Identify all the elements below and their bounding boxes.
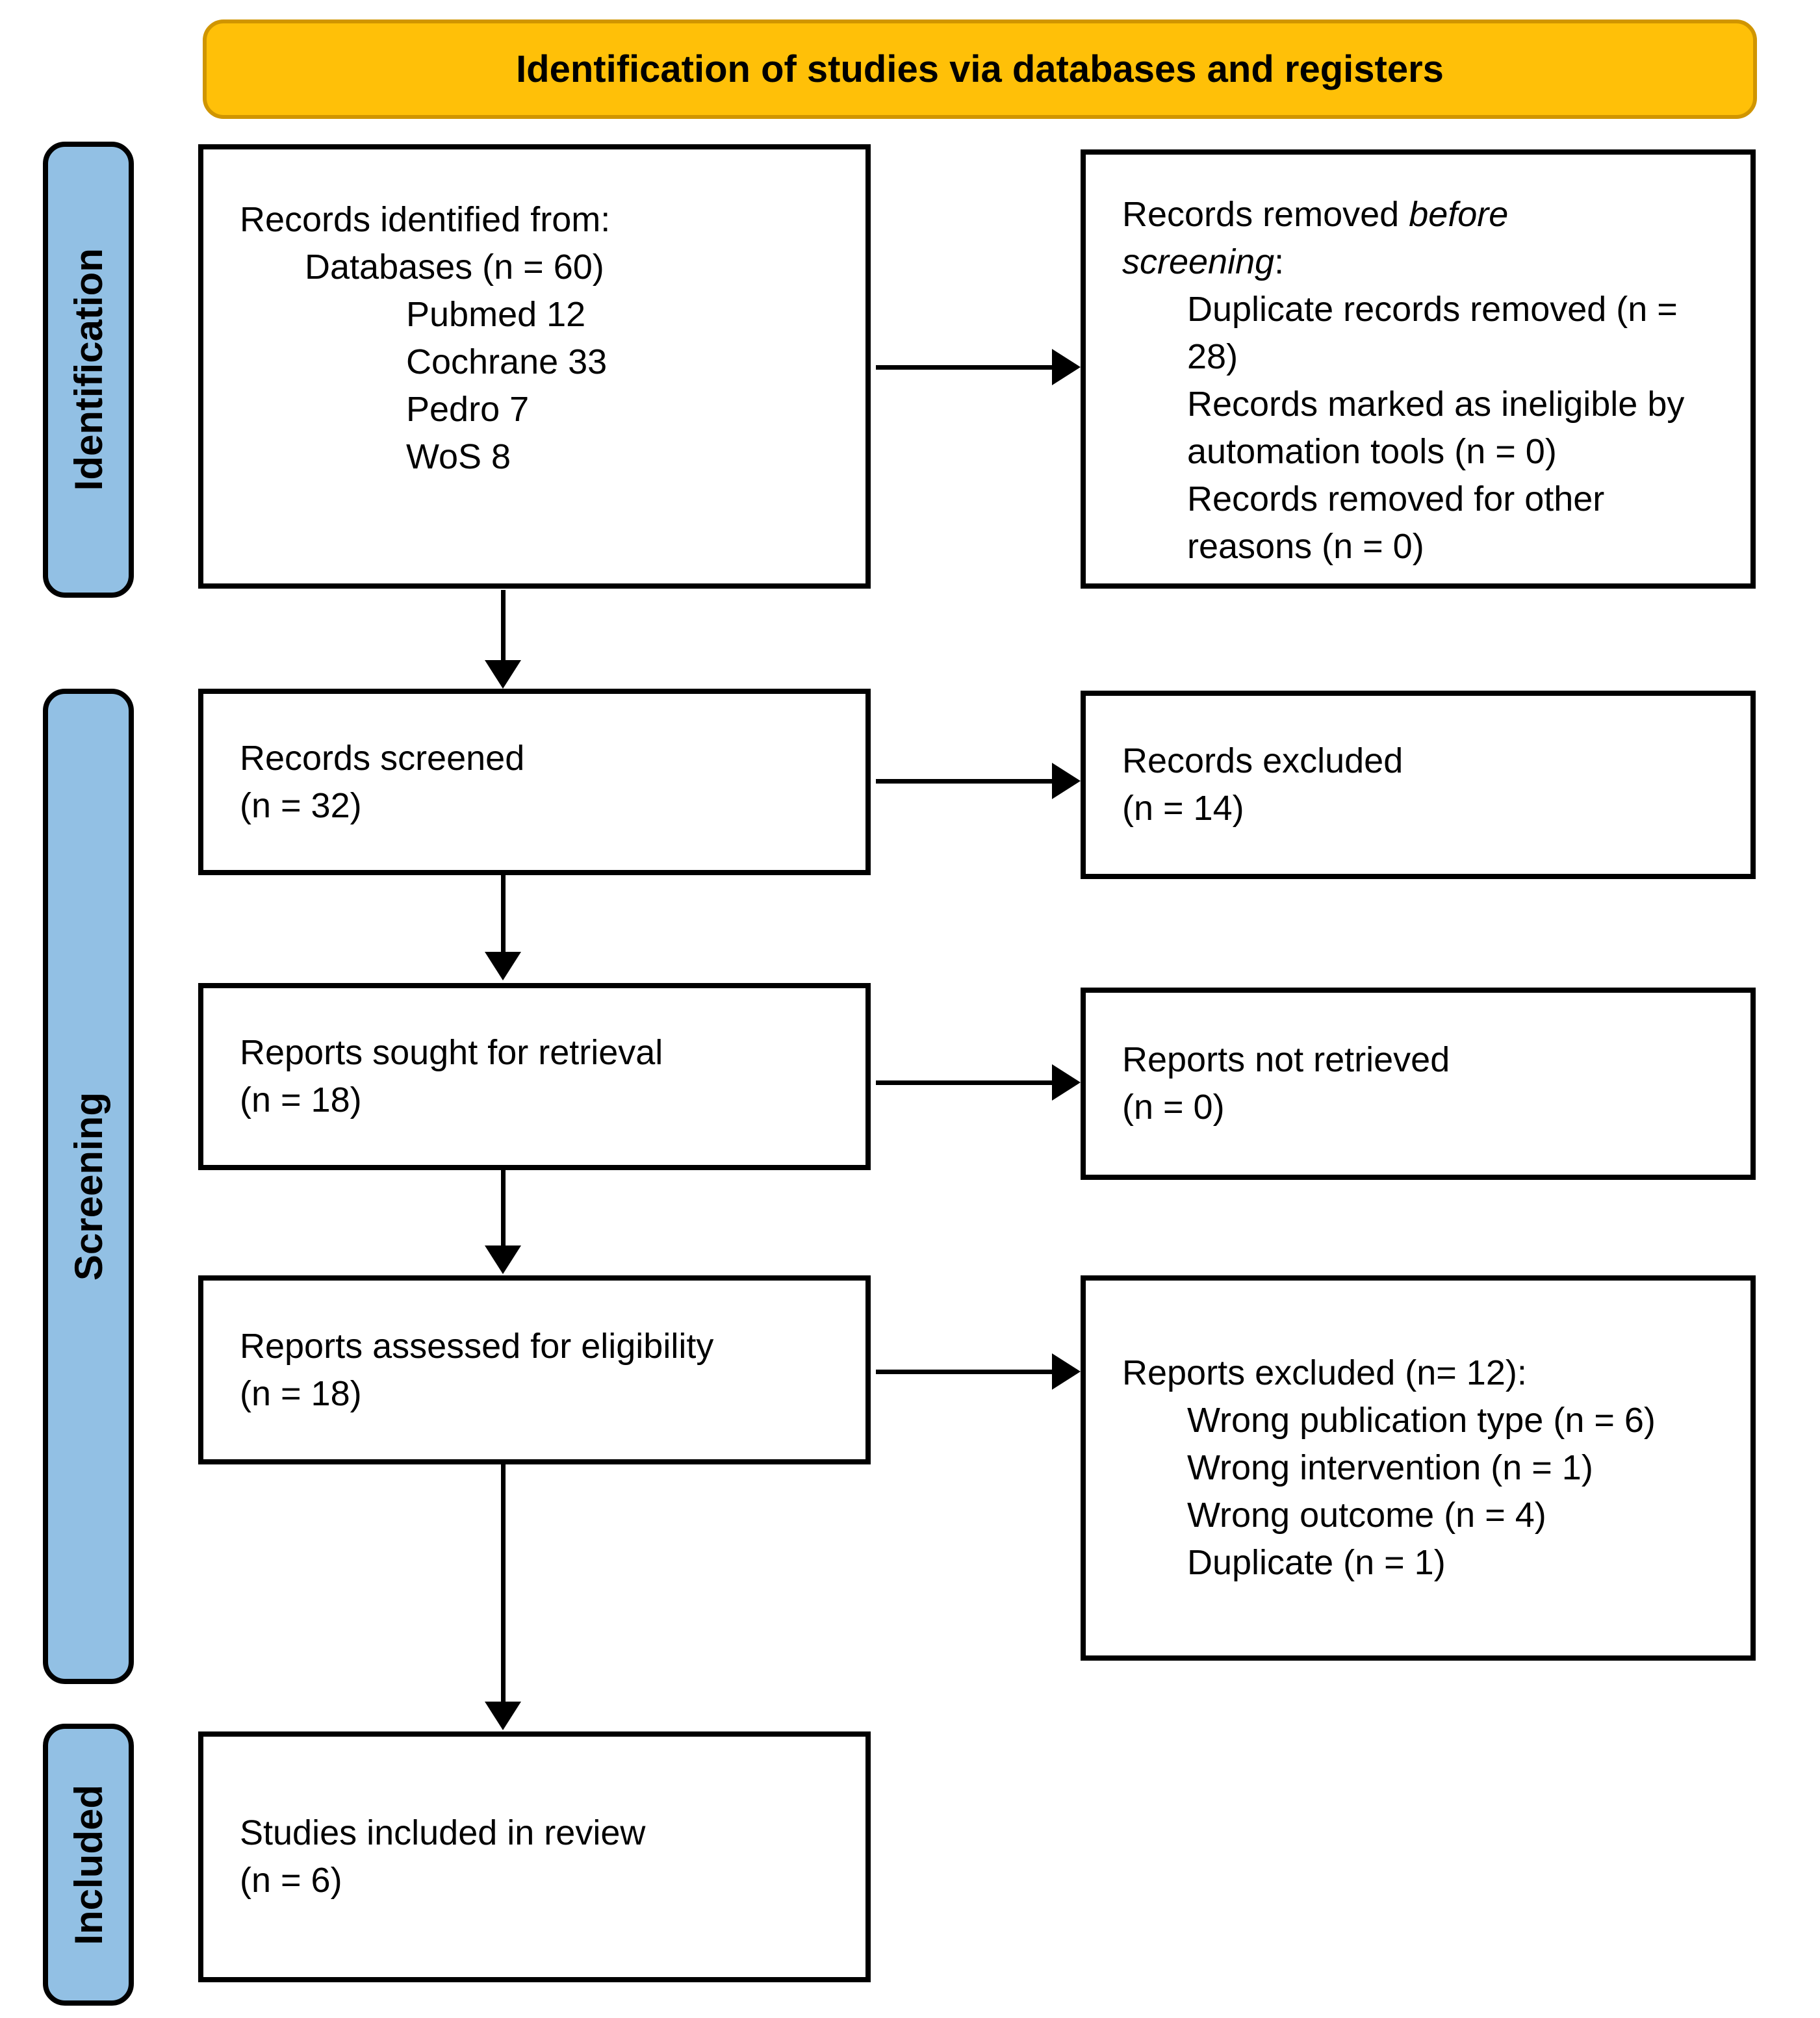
stage-label-included-text: Included (66, 1784, 110, 1945)
records-excluded-title: Records excluded (1122, 741, 1403, 780)
reports-not-retrieved-title: Reports not retrieved (1122, 1040, 1450, 1079)
banner: Identification of studies via databases … (203, 19, 1757, 119)
arrow-screened-to-sought-head (485, 952, 521, 980)
arrow-assessed-to-included-line (501, 1464, 506, 1702)
stage-label-included: Included (43, 1724, 134, 2006)
reports-excluded-item: Wrong publication type (n = 6) (1187, 1401, 1656, 1440)
records-screened-title: Records screened (240, 738, 525, 778)
studies-included-title: Studies included in review (240, 1813, 646, 1852)
records-removed-item: Duplicate records removed (n = 28) (1187, 290, 1678, 376)
arrow-identified-to-removed-line (876, 365, 1052, 370)
box-records-excluded: Records excluded (n = 14) (1081, 691, 1756, 879)
records-identified-source: WoS 8 (406, 437, 511, 476)
reports-not-retrieved-count: (n = 0) (1122, 1088, 1225, 1127)
arrow-identified-to-removed-head (1052, 349, 1081, 385)
reports-sought-title: Reports sought for retrieval (240, 1033, 663, 1072)
box-reports-not-retrieved: Reports not retrieved (n = 0) (1081, 988, 1756, 1180)
records-screened-count: (n = 32) (240, 785, 362, 825)
records-identified-source: Pedro 7 (406, 390, 530, 429)
arrow-assessed-to-included-head (485, 1702, 521, 1730)
box-reports-excluded: Reports excluded (n= 12): Wrong publicat… (1081, 1275, 1756, 1661)
reports-excluded-item: Wrong intervention (n = 1) (1187, 1448, 1593, 1487)
studies-included-count: (n = 6) (240, 1861, 342, 1900)
records-identified-source: Cochrane 33 (406, 342, 608, 381)
arrow-assessed-to-reports-excluded-line (876, 1370, 1052, 1374)
box-records-identified: Records identified from: Databases (n = … (198, 144, 871, 589)
box-reports-assessed: Reports assessed for eligibility (n = 18… (198, 1275, 871, 1464)
arrow-sought-to-assessed-line (501, 1170, 506, 1245)
records-identified-source: Pubmed 12 (406, 295, 586, 334)
box-records-screened: Records screened (n = 32) (198, 689, 871, 875)
records-removed-header-italic: before screening (1122, 195, 1509, 281)
arrow-sought-to-assessed-head (485, 1245, 521, 1274)
reports-excluded-item: Duplicate (n = 1) (1187, 1543, 1446, 1582)
records-removed-item: Records removed for other reasons (n = 0… (1187, 479, 1605, 566)
arrow-assessed-to-reports-excluded-head (1052, 1353, 1081, 1390)
records-removed-header-regular: Records removed (1122, 195, 1400, 234)
reports-assessed-count: (n = 18) (240, 1373, 362, 1413)
box-studies-included: Studies included in review (n = 6) (198, 1731, 871, 1982)
arrow-screened-to-sought-line (501, 875, 506, 952)
reports-excluded-item: Wrong outcome (n = 4) (1187, 1496, 1546, 1535)
reports-excluded-header: Reports excluded (n= 12): (1122, 1353, 1527, 1392)
arrow-screened-to-excluded-head (1052, 763, 1081, 799)
stage-label-screening: Screening (43, 689, 134, 1684)
stage-label-identification: Identification (43, 142, 134, 598)
arrow-sought-to-not-retrieved-head (1052, 1064, 1081, 1101)
box-records-removed: Records removed before screening: Duplic… (1081, 149, 1756, 589)
reports-assessed-title: Reports assessed for eligibility (240, 1326, 714, 1366)
arrow-sought-to-not-retrieved-line (876, 1080, 1052, 1085)
records-excluded-count: (n = 14) (1122, 789, 1244, 828)
records-identified-databases: Databases (n = 60) (305, 248, 604, 287)
records-identified-title: Records identified from: (240, 200, 611, 239)
records-removed-header: Records removed before screening: (1122, 191, 1616, 286)
stage-label-identification-text: Identification (66, 248, 110, 491)
stage-label-screening-text: Screening (66, 1092, 110, 1281)
arrow-identified-to-screened-head (485, 660, 521, 689)
arrow-identified-to-screened-line (501, 590, 506, 661)
records-removed-item: Records marked as ineligible by automati… (1187, 385, 1685, 471)
banner-title: Identification of studies via databases … (516, 48, 1444, 90)
reports-sought-count: (n = 18) (240, 1080, 362, 1119)
box-reports-sought: Reports sought for retrieval (n = 18) (198, 983, 871, 1170)
records-removed-header-colon: : (1274, 242, 1285, 281)
arrow-screened-to-excluded-line (876, 779, 1052, 784)
